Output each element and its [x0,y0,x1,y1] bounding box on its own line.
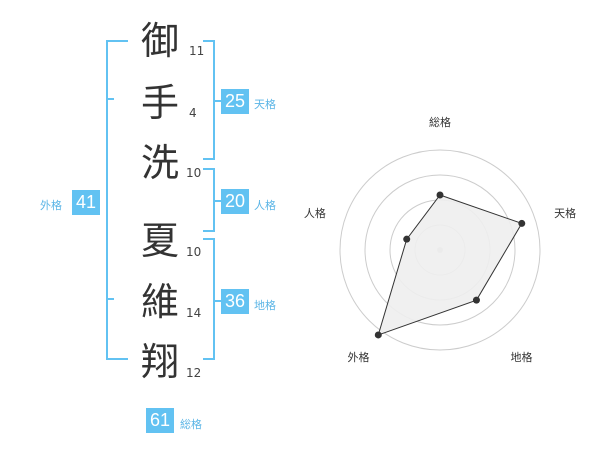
tenkaku-bracket-top [203,40,215,42]
chikaku-bracket-top [203,238,215,240]
radar-grid-ring [364,174,516,326]
jinkaku-connector [213,200,221,202]
radar-data-point [374,331,382,339]
tenkaku-badge: 25 [221,89,249,114]
radar-data-point [436,191,444,199]
gaikaku-bracket-line [106,40,108,360]
stroke-count: 4 [189,106,197,120]
name-char: 洗 [141,141,180,185]
radar-data-polygon [377,194,523,336]
chikaku-label: 地格 [254,299,276,312]
gaikaku-bracket-top [106,40,128,42]
gaikaku-label: 外格 [40,199,62,212]
radar-data-point [518,219,526,227]
chikaku-badge: 36 [221,289,249,314]
soukaku-badge: 61 [146,408,174,433]
radar-data-point [403,235,411,243]
tenkaku-connector [213,100,221,102]
radar-axis-label: 天格 [554,206,576,220]
radar-grid-ring [339,149,541,351]
jinkaku-bracket-top [203,168,215,170]
radar-axis-label: 総格 [429,115,451,129]
stroke-count: 10 [186,245,202,259]
name-char: 手 [141,81,180,125]
gaikaku-bracket-mid [106,98,114,100]
name-char: 夏 [141,219,180,263]
radar-axis-label: 地格 [511,350,533,364]
chikaku-bracket-line [213,238,215,360]
tenkaku-label: 天格 [254,98,276,111]
jinkaku-badge: 20 [221,189,249,214]
jinkaku-label: 人格 [254,199,276,212]
radar-axis-label: 人格 [304,206,326,220]
tenkaku-bracket-bottom [203,158,215,160]
chikaku-connector [213,300,221,302]
name-char: 維 [141,280,180,324]
name-char: 御 [141,19,180,63]
stroke-count: 12 [186,366,202,380]
stroke-count: 10 [186,166,202,180]
gaikaku-badge: 41 [72,190,100,215]
gaikaku-bracket-mid [106,298,114,300]
jinkaku-bracket-bottom [203,230,215,232]
name-char: 翔 [141,340,180,384]
stroke-count: 11 [189,44,205,58]
soukaku-label: 総格 [180,418,202,431]
gaikaku-bracket-bottom [106,358,128,360]
stroke-count: 14 [186,306,202,320]
chikaku-bracket-bottom [203,358,215,360]
radar-axis-label: 外格 [347,350,369,364]
radar-data-point [472,296,480,304]
